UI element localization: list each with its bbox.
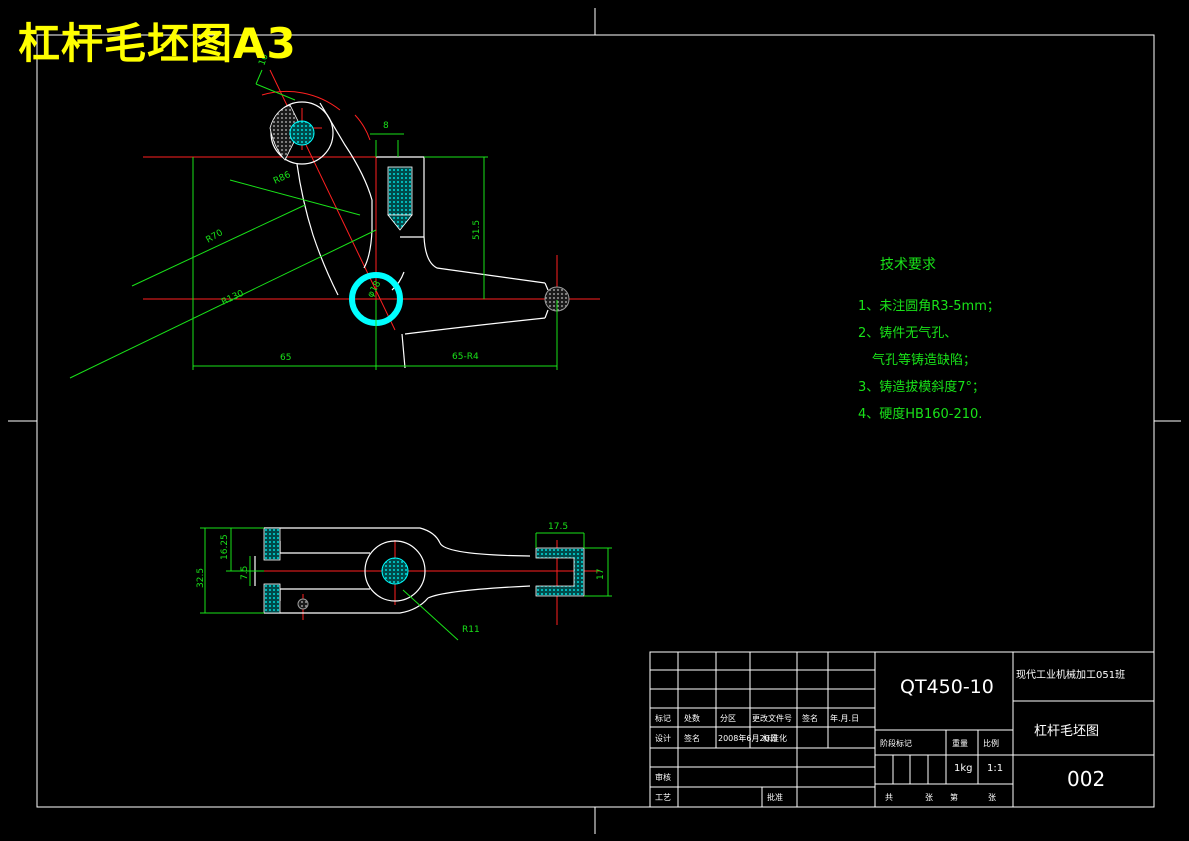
dim-10: 10 — [257, 53, 270, 67]
part-name-label: 杠杆毛坯图 — [1034, 724, 1100, 739]
row-label-sign: 签名 — [802, 714, 818, 723]
school-label: 现代工业机械加工051班 — [1016, 670, 1126, 681]
row-label-count: 处数 — [684, 714, 700, 723]
tech-req-heading: 技术要求 — [880, 257, 936, 273]
dim-51-5: 51.5 — [472, 220, 482, 240]
section-view: 17.5 16.25 32.5 7.5 17 R11 — [196, 522, 612, 641]
standardization-label: 标准化 — [763, 734, 787, 743]
dim-17-5: 17.5 — [548, 522, 568, 532]
sheet-unit-label-1: 张 — [925, 793, 933, 802]
drawing-frame — [8, 8, 1181, 834]
tech-req-item-1: 1、未注圆角R3-5mm； — [858, 299, 1000, 314]
row-label-zone: 分区 — [720, 714, 736, 723]
top-view: 10 8 R86 R70 R130 51.5 φ18 65 65-R4 — [69, 53, 600, 379]
dim-32-5: 32.5 — [196, 568, 206, 588]
sheet-unit-label-2: 张 — [988, 793, 996, 802]
dim-17: 17 — [596, 569, 606, 580]
drawing-title: 杠杆毛坯图A3 — [18, 19, 297, 68]
review-label: 审核 — [655, 773, 671, 782]
dimension-texts-section: 17.5 16.25 32.5 7.5 17 R11 — [196, 522, 606, 635]
design-label: 设计 — [655, 734, 671, 743]
dimension-texts-top: 10 8 R86 R70 R130 51.5 φ18 65 65-R4 — [205, 53, 483, 363]
top-section-hatching — [269, 104, 570, 326]
dim-r86: R86 — [272, 170, 293, 187]
dim-8: 8 — [383, 121, 389, 131]
process-label: 工艺 — [655, 793, 671, 802]
dim-16-25: 16.25 — [220, 534, 230, 560]
design-date: 2008年6月20日 — [718, 734, 778, 743]
weight-label: 重量 — [952, 739, 968, 748]
title-block-grid — [649, 651, 1155, 808]
scale-label: 比例 — [983, 739, 999, 748]
design-sign: 签名 — [684, 734, 700, 743]
sheet-total-label: 共 — [885, 793, 893, 802]
row-label-mark: 标记 — [655, 714, 671, 723]
drawing-number: 002 — [1067, 767, 1106, 791]
centerlines-top — [143, 69, 600, 345]
sheet-no-label: 第 — [950, 793, 958, 802]
weight-value: 1kg — [954, 763, 973, 774]
scale-value: 1:1 — [987, 763, 1004, 774]
dim-r130: R130 — [220, 289, 246, 308]
material-label: QT450-10 — [900, 676, 994, 698]
approve-label: 批准 — [767, 793, 783, 802]
dimension-lines-top — [69, 69, 558, 379]
dimension-lines-section — [200, 527, 612, 641]
stage-mark-label: 阶段标记 — [880, 739, 912, 748]
tech-req-item-5: 4、硬度HB160-210. — [858, 407, 983, 422]
dim-r11: R11 — [462, 625, 480, 635]
dim-65: 65 — [280, 353, 291, 363]
tech-req-item-2: 2、铸件无气孔、 — [858, 326, 958, 341]
dim-7-5: 7.5 — [240, 566, 250, 580]
dim-phi18: φ18 — [366, 279, 383, 299]
lever-body-outline — [270, 101, 549, 369]
section-hatching — [263, 527, 585, 614]
row-label-date: 年.月.日 — [830, 714, 860, 723]
dim-r70: R70 — [205, 228, 226, 246]
tech-req-item-4: 3、铸造拔模斜度7°； — [858, 380, 986, 395]
dim-65-r4: 65-R4 — [452, 352, 479, 362]
row-label-doc: 更改文件号 — [752, 714, 792, 723]
tech-req-item-3: 气孔等铸造缺陷； — [872, 353, 977, 368]
